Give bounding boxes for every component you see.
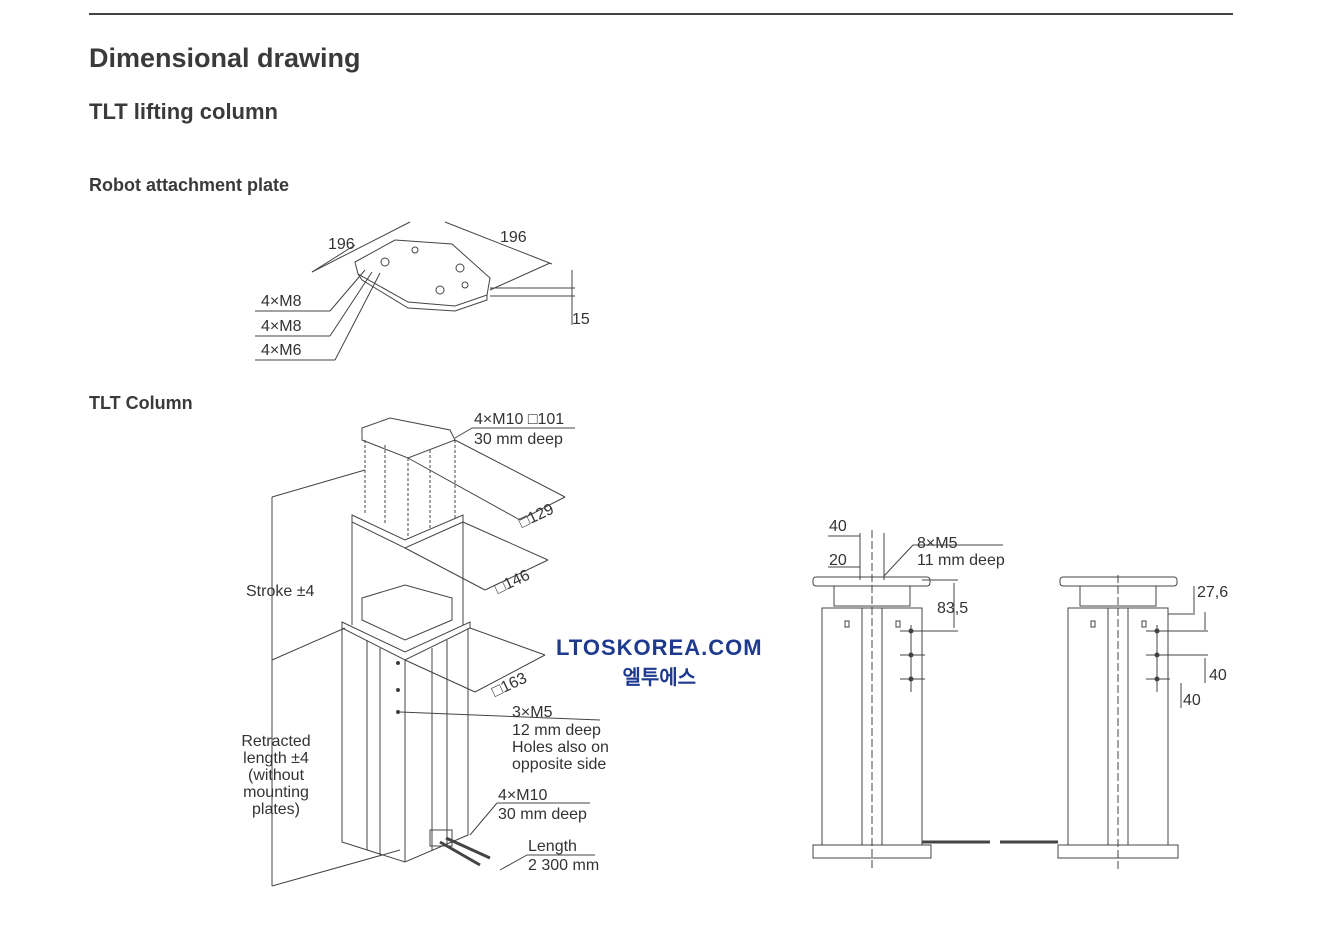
retracted-length-label: Retracted length ±4 (without mounting pl… [241,733,310,818]
top-holes-depth: 30 mm deep [474,431,563,448]
section-title: TLT lifting column [89,99,278,124]
dim-40-spacing-2: 40 [1183,692,1201,709]
size-163: □163 [490,670,530,701]
cable-length-value: 2 300 mm [528,857,599,874]
retracted-line: (without [248,767,305,784]
dim-83-5: 83,5 [937,600,968,617]
retracted-line: length ±4 [243,750,309,767]
watermark-logo: LTOSKOREA.COM 엘투에스 [556,635,763,690]
plate-holes-3: 4×M6 [261,342,302,359]
attachment-plate-drawing: 196 196 15 4×M8 4×M8 4×M6 [255,221,590,361]
page-title: Dimensional drawing [89,43,361,73]
plate-dim-a: 196 [328,236,355,253]
size-129: □129 [517,501,557,532]
column-side-views: 40 20 8×M5 11 mm deep 83,5 27,6 40 40 [812,518,1228,870]
plate-holes-2: 4×M8 [261,318,302,335]
watermark-korean-text: 엘투에스 [622,667,697,689]
plate-heading: Robot attachment plate [89,175,290,195]
side-holes-line: Holes also on [512,739,609,756]
retracted-line: plates) [252,801,300,818]
column-heading: TLT Column [89,393,193,413]
plate-thickness: 15 [572,311,590,328]
side-holes-count: 8×M5 [917,535,958,552]
side-holes-label: 3×M5 12 mm deep Holes also on opposite s… [512,704,609,773]
bottom-holes-depth: 30 mm deep [498,806,587,823]
retracted-line: mounting [243,784,309,801]
cable-length-label: Length [528,838,577,855]
column-isometric-drawing: 4×M10 □101 30 mm deep □129 □146 □163 Str… [241,411,609,887]
side-holes-depth: 11 mm deep [917,552,1005,569]
dim-27-6: 27,6 [1197,584,1228,601]
stroke-label: Stroke ±4 [246,583,314,600]
watermark-text: LTOSKOREA.COM [556,635,763,660]
dim-40-spacing: 40 [1209,667,1227,684]
top-rule [89,13,1233,15]
retracted-line: Retracted [241,733,310,750]
dim-20: 20 [829,552,847,569]
side-holes-line: opposite side [512,756,606,773]
top-holes-label: 4×M10 □101 [474,411,564,428]
side-holes-line: 12 mm deep [512,722,601,739]
size-146: □146 [493,567,533,598]
plate-dim-b: 196 [500,229,527,246]
dim-40: 40 [829,518,847,535]
side-holes-line: 3×M5 [512,704,553,721]
bottom-holes-label: 4×M10 [498,787,547,804]
plate-holes-1: 4×M8 [261,293,302,310]
